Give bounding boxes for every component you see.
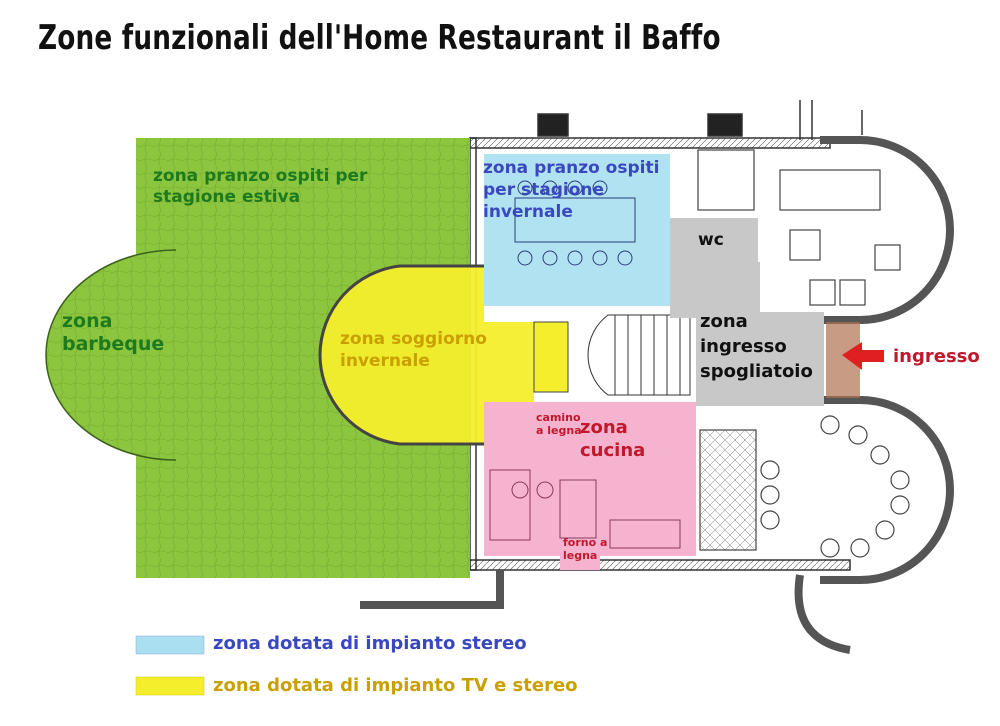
label-fireplace: camino a legna [536,411,582,438]
label-oven: forno a legna [563,536,607,563]
label-oven-line2: legna [563,549,598,563]
label-bbq-line1: zona [62,310,113,332]
page-title: Zone funzionali dell'Home Restaurant il … [38,18,721,58]
label-bbq-line2: barbeque [62,333,165,356]
zone-kitchen [484,402,696,556]
label-summer-line2: stagione estiva [153,186,301,207]
label-winter-line1: zona pranzo ospiti [483,158,660,178]
furniture [697,149,910,558]
label-fireplace-line2: a legna [536,424,582,438]
zone-wc [670,218,758,262]
label-kitchen: zona cucina [580,416,645,463]
legend-swatch-stereo [135,635,205,655]
label-wc: wc [698,230,724,250]
zone-living-room [320,266,534,444]
label-summer-line1: zona pranzo ospiti per [153,166,368,186]
label-barbeque: zona barbeque [62,310,164,356]
label-winter-dining: zona pranzo ospiti per stagione invernal… [483,157,659,223]
legend-label-tv-stereo: zona dotata di impianto TV e stereo [213,675,578,696]
label-entrance-line3: spogliatoio [700,361,813,383]
label-summer-dining: zona pranzo ospiti per stagione estiva [153,166,367,207]
label-entrance-line2: ingresso [700,336,787,358]
label-kitchen-line1: zona [580,417,628,438]
legend-label-stereo: zona dotata di impianto stereo [213,633,527,654]
label-living-room: zona soggiorno invernale [340,328,487,372]
label-kitchen-line2: cucina [580,440,646,462]
label-entrance: zona ingresso spogliatoio [700,309,813,385]
label-oven-line1: forno a [563,536,608,549]
label-fireplace-line1: camino [536,411,581,424]
label-ingresso: ingresso [893,346,980,367]
label-winter-line3: invernale [483,202,573,223]
label-living-line1: zona soggiorno [340,329,487,349]
legend-swatch-tv-stereo [135,676,205,696]
label-living-line2: invernale [340,351,430,372]
entrance-arrow [842,342,884,370]
staircase [587,314,691,396]
label-entrance-line1: zona [700,311,748,332]
label-winter-line2: per stagione [483,180,605,201]
